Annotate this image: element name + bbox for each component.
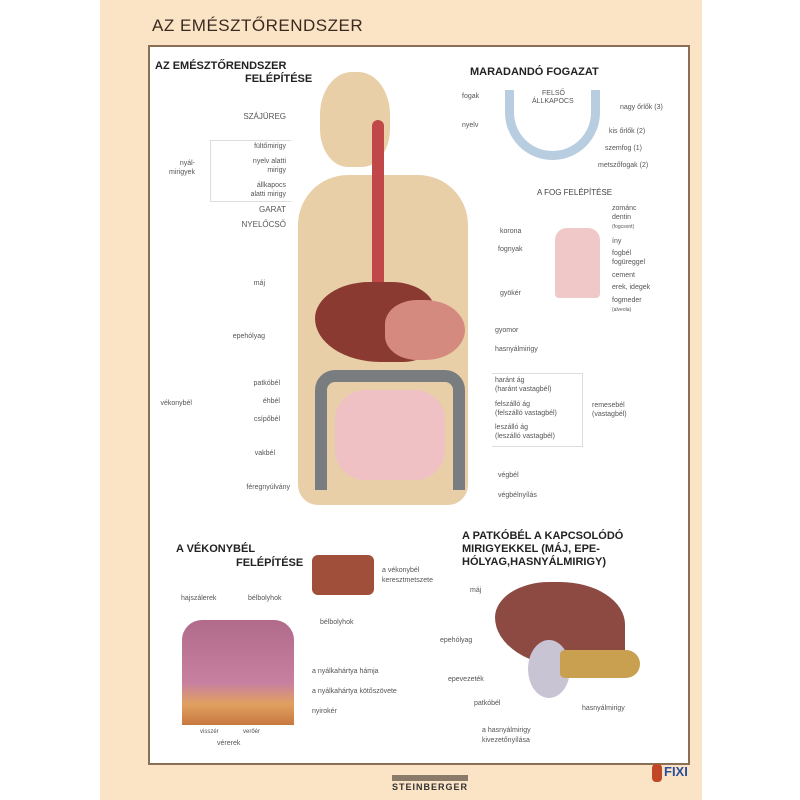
label-fultomirigy: fültőmirigy bbox=[254, 143, 286, 150]
label-cross-section-1: a vékonybél bbox=[382, 567, 420, 574]
tooth-label-fogureggel: fogüreggel bbox=[612, 259, 646, 266]
tooth-label-erek: erek, idegek bbox=[612, 284, 651, 291]
label-vererek: vérerek bbox=[217, 740, 241, 747]
label-nyelocso: NYELŐCSŐ bbox=[241, 220, 286, 229]
nyalmirigyek-bracket bbox=[210, 140, 291, 202]
label-nyelv: nyelv bbox=[462, 122, 479, 129]
tooth-label-fogcsont: (fogcsont) bbox=[612, 224, 635, 230]
esophagus bbox=[372, 120, 384, 300]
label-harant-2: (haránt vastagbél) bbox=[495, 386, 552, 393]
label-nyiroker: nyirokér bbox=[312, 708, 337, 715]
label-duo-kivezeto-1: a hasnyálmirigy bbox=[482, 727, 531, 734]
tooth-label-iny: íny bbox=[612, 238, 622, 245]
label-vegbel: végbél bbox=[498, 472, 519, 479]
poster-title: AZ EMÉSZTŐRENDSZER bbox=[152, 16, 364, 35]
jaw-label-2: ÁLLKAPOCS bbox=[532, 98, 574, 105]
cross-section-illustration bbox=[312, 555, 374, 595]
label-veroer: verőér bbox=[243, 729, 261, 735]
label-leszallo-1: leszálló ág bbox=[495, 424, 529, 431]
teeth-label-molars: nagy őrlők (3) bbox=[620, 104, 663, 111]
label-nyelv-alatti-1: nyelv alatti bbox=[252, 158, 286, 165]
teeth-label-premolars: kis őrlők (2) bbox=[609, 128, 646, 135]
label-fogak: fogak bbox=[462, 93, 480, 100]
small-intestine bbox=[335, 390, 445, 480]
label-belbolyhok-1: bélbolyhok bbox=[248, 595, 282, 602]
teeth-label-incisors: metszőfogak (2) bbox=[598, 162, 649, 169]
fixi-mascot-icon bbox=[652, 764, 662, 782]
label-vegbelnyilas: végbélnyílás bbox=[498, 492, 537, 499]
label-csipobel: csípőbél bbox=[253, 416, 280, 423]
pancreas-detail bbox=[560, 650, 640, 678]
label-nyalmirigyek-1: nyál- bbox=[179, 160, 195, 167]
tooth-label-zomanc: zománc bbox=[612, 205, 637, 212]
tooth-label-cement: cement bbox=[612, 272, 635, 279]
stomach bbox=[385, 300, 465, 360]
small-intestine-heading-2: FELÉPÍTÉSE bbox=[236, 557, 304, 569]
tooth-label-fogmeder: fogmeder bbox=[612, 297, 642, 304]
label-szajureg: SZÁJÜREG bbox=[243, 112, 286, 121]
label-hasnyalmirigy: hasnyálmirigy bbox=[495, 346, 538, 353]
label-maj: máj bbox=[253, 280, 265, 287]
duodenum-heading-1: A PATKÓBÉL A KAPCSOLÓDÓ bbox=[462, 530, 624, 542]
label-nyelv-alatti-2: mirigy bbox=[267, 167, 286, 174]
tooth-label-fognyak: fognyak bbox=[498, 246, 523, 253]
label-duo-kivezeto-2: kivezetőnyílása bbox=[482, 737, 530, 744]
label-duo-epeholyag: epehólyag bbox=[440, 637, 473, 644]
label-duo-epevezetek: epevezeték bbox=[448, 676, 484, 683]
tooth-heading: A FOG FELÉPÍTÉSE bbox=[537, 188, 613, 197]
label-patkobel: patkóbél bbox=[253, 380, 280, 387]
duodenum-heading-3: HÓLYAG,HASNYÁLMIRIGY) bbox=[462, 556, 607, 568]
label-epeholyag: epehólyag bbox=[232, 333, 265, 340]
tooth-label-dentin: dentin bbox=[612, 214, 632, 221]
label-leszallo-2: (leszálló vastagbél) bbox=[495, 433, 555, 440]
label-remesebel-1: remesebél bbox=[592, 402, 625, 409]
main-heading-line2: FELÉPÍTÉSE bbox=[245, 73, 313, 85]
label-belbolyhok-2: bélbolyhok bbox=[320, 619, 354, 626]
label-nyalmirigyek-2: mirigyek bbox=[168, 169, 195, 176]
label-allkapocs-2: alatti mirigy bbox=[250, 191, 286, 198]
label-duo-maj: máj bbox=[470, 587, 482, 594]
main-heading-line1: AZ EMÉSZTŐRENDSZER bbox=[155, 60, 287, 72]
label-feregnyulvany: féregnyúlvány bbox=[246, 484, 290, 491]
vastagbel-bracket bbox=[492, 373, 583, 447]
label-hajszalerek: hajszálerek bbox=[181, 595, 217, 602]
large-intestine bbox=[315, 370, 465, 490]
label-visszer: visszér bbox=[200, 729, 219, 735]
label-cross-section-2: keresztmetszete bbox=[382, 577, 433, 584]
villi-illustration bbox=[182, 620, 294, 725]
label-kotoszovete: a nyálkahártya kötőszövete bbox=[312, 688, 397, 695]
label-felszallo-1: felszálló ág bbox=[495, 401, 531, 408]
label-harant-1: haránt ág bbox=[495, 377, 525, 384]
teeth-heading: MARADANDÓ FOGAZAT bbox=[470, 66, 599, 78]
label-allkapocs-1: állkapocs bbox=[256, 182, 286, 189]
label-duo-patkobel: patkóbél bbox=[474, 700, 501, 707]
tooth-label-korona: korona bbox=[500, 228, 522, 235]
tooth-illustration bbox=[555, 228, 600, 298]
label-duo-hasnyalmirigy: hasnyálmirigy bbox=[582, 705, 625, 712]
tooth-label-gyoker: gyökér bbox=[500, 290, 522, 297]
label-remesebel-2: (vastagbél) bbox=[592, 411, 627, 418]
label-felszallo-2: (felszálló vastagbél) bbox=[495, 410, 557, 417]
fixi-logo: FIXI bbox=[664, 764, 688, 779]
tooth-label-alveola: (alveola) bbox=[612, 307, 632, 313]
small-intestine-heading-1: A VÉKONYBÉL bbox=[176, 543, 256, 555]
tooth-label-fogbel: fogbél bbox=[612, 250, 632, 257]
label-ehbel: éhbél bbox=[262, 398, 280, 405]
label-vekonybel: vékonybél bbox=[160, 400, 192, 407]
steinberger-logo: STEINBERGER bbox=[392, 775, 469, 792]
label-garat: GARAT bbox=[259, 205, 286, 214]
label-vakbel: vakbél bbox=[254, 450, 275, 457]
jaw-label-1: FELSŐ bbox=[542, 90, 565, 97]
teeth-label-canine: szemfog (1) bbox=[605, 145, 642, 152]
duodenum-heading-2: MIRIGYEKKEL (MÁJ, EPE- bbox=[462, 543, 600, 555]
label-hamja: a nyálkahártya hámja bbox=[312, 668, 379, 675]
label-gyomor: gyomor bbox=[495, 327, 519, 334]
upper-jaw-teeth bbox=[505, 90, 600, 160]
